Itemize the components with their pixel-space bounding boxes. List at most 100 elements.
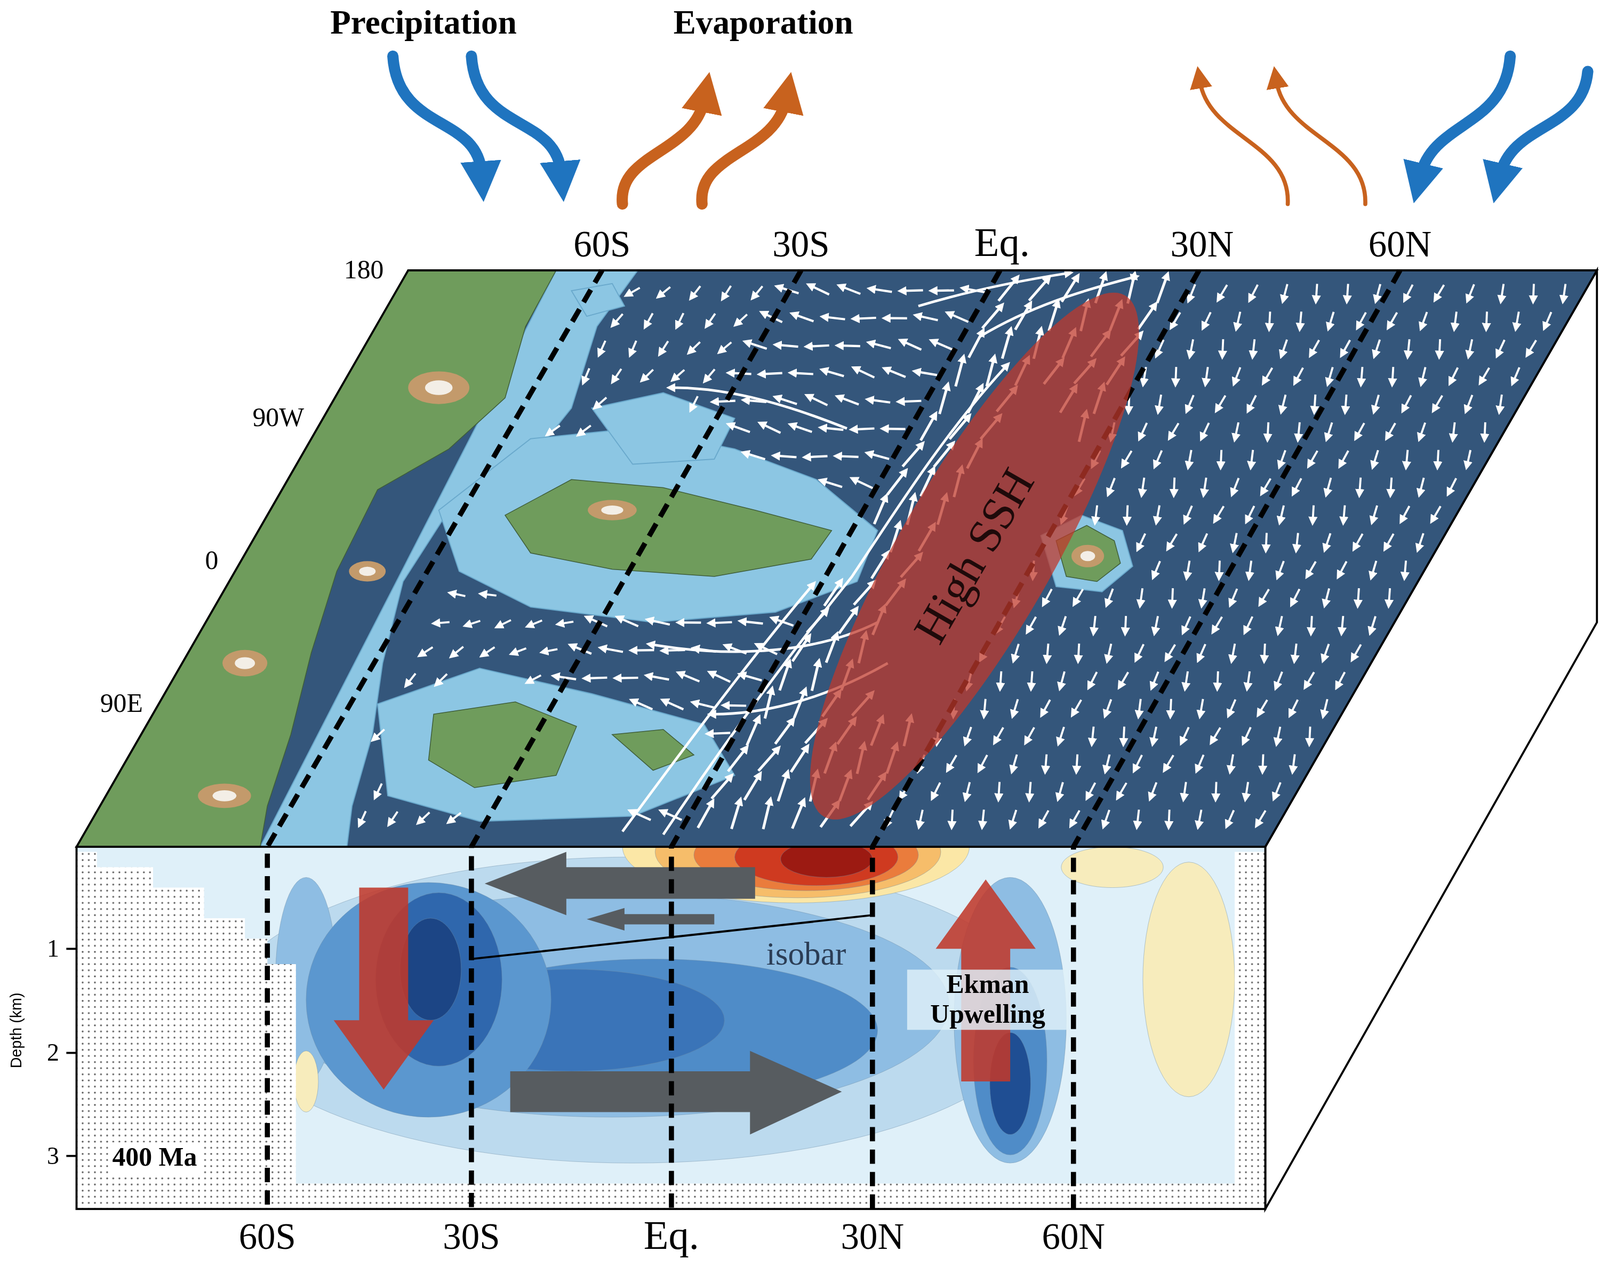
current-vector — [1190, 339, 1194, 352]
current-vector — [635, 649, 654, 652]
current-vector — [588, 677, 607, 679]
current-vector — [935, 289, 954, 292]
mountain-peak — [1080, 550, 1096, 562]
water-flux-arrow — [1420, 56, 1510, 176]
current-vector — [1282, 339, 1287, 353]
current-vector — [758, 750, 776, 771]
current-vector — [1029, 781, 1031, 796]
current-vector — [557, 676, 576, 680]
current-vector — [1106, 754, 1110, 768]
current-vector — [1031, 671, 1033, 685]
current-vector — [1359, 312, 1366, 325]
current-vector — [934, 782, 941, 795]
current-vector — [1467, 395, 1473, 408]
current-vector — [1220, 284, 1228, 296]
current-vector — [774, 722, 791, 744]
current-vector — [711, 778, 730, 799]
current-vector — [1324, 699, 1328, 712]
current-vector — [1182, 727, 1189, 740]
current-vector — [1218, 395, 1226, 407]
current-vector — [1486, 311, 1487, 325]
current-vector — [1198, 809, 1202, 823]
current-vector — [1377, 284, 1381, 298]
current-vector — [377, 783, 382, 794]
current-vector — [1371, 616, 1376, 630]
current-vector — [1228, 810, 1234, 823]
current-vector — [1275, 782, 1281, 795]
current-vector — [1136, 755, 1142, 767]
current-vector — [361, 811, 366, 822]
water-flux-arrow — [393, 56, 482, 174]
current-vector — [1345, 394, 1347, 408]
current-vector — [1250, 395, 1256, 407]
current-vector — [792, 804, 803, 829]
section-contour-field — [224, 846, 1235, 1164]
current-vector — [1453, 422, 1455, 436]
current-vector — [645, 369, 654, 378]
current-vector — [811, 665, 818, 691]
current-vector — [1137, 644, 1144, 656]
current-vector — [857, 369, 875, 378]
current-vector — [1293, 589, 1300, 602]
current-vector — [1217, 671, 1219, 685]
current-vector — [886, 427, 906, 431]
current-vector — [1043, 699, 1051, 712]
current-vector — [1420, 422, 1426, 436]
current-vector — [1277, 672, 1283, 685]
current-vector — [692, 341, 701, 350]
current-streamline — [918, 273, 1067, 307]
current-vector — [1090, 672, 1097, 684]
current-vector — [949, 755, 957, 767]
current-vector — [1347, 283, 1349, 298]
mountain-relief — [197, 783, 251, 808]
current-vector — [920, 417, 934, 441]
current-vector — [1482, 368, 1490, 380]
current-vector — [1300, 311, 1302, 325]
current-vector — [1059, 782, 1063, 796]
current-vector — [841, 344, 860, 348]
current-vector — [1186, 506, 1192, 519]
current-vector — [692, 396, 698, 407]
water-flux-arrow — [393, 56, 1588, 204]
current-vector — [951, 314, 969, 323]
current-vector — [840, 456, 859, 457]
current-vector — [1235, 422, 1239, 436]
current-vector — [1188, 450, 1191, 463]
current-vector — [562, 621, 574, 624]
current-vector — [1282, 394, 1286, 408]
latitude-line — [471, 270, 802, 1210]
current-vector — [1311, 616, 1312, 630]
current-vector — [1354, 644, 1361, 657]
depth-axis-tick — [66, 947, 77, 950]
current-vector — [1076, 754, 1078, 768]
current-vector — [1172, 588, 1173, 602]
current-vector — [1326, 533, 1331, 547]
mountain-peak — [234, 657, 255, 669]
current-vector — [1293, 754, 1295, 768]
latitude-label: Eq. — [643, 1213, 700, 1259]
current-vector — [1390, 312, 1397, 325]
contour-band — [400, 918, 462, 1021]
current-streamline — [652, 622, 878, 652]
current-vector — [707, 369, 715, 378]
current-vector — [621, 619, 639, 627]
current-vector — [1151, 782, 1157, 795]
current-vector — [1499, 339, 1505, 352]
current-vector — [724, 285, 731, 296]
current-vector — [902, 401, 922, 402]
current-vector — [1002, 333, 1010, 359]
current-vector — [1563, 284, 1566, 298]
current-vector — [980, 755, 988, 767]
current-vector — [810, 345, 829, 347]
current-vector — [713, 674, 731, 683]
current-vector — [1314, 394, 1316, 408]
current-vector — [873, 289, 892, 292]
current-vector — [871, 454, 890, 460]
current-vector — [421, 812, 430, 821]
contour-band — [780, 846, 873, 878]
current-vector — [1184, 782, 1187, 796]
current-vector — [856, 428, 875, 430]
current-vector — [635, 701, 653, 710]
